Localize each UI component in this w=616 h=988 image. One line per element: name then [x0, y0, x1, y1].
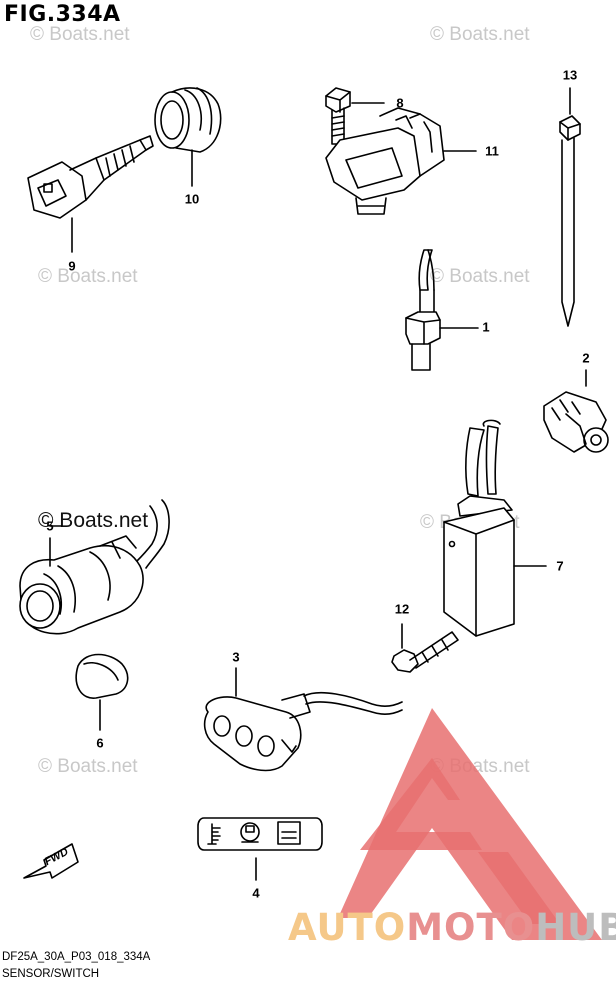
- callout-6: 6: [96, 735, 104, 751]
- part-13-cable-tie: [559, 87, 581, 327]
- part-4-label: [197, 817, 323, 881]
- automotohub-logo-text: AUTOMOTOHUB: [288, 906, 616, 949]
- callout-8: 8: [396, 95, 404, 111]
- part-7-switch: [443, 419, 547, 637]
- part-9-connector: [27, 135, 154, 253]
- logo-text-hub: HUB: [535, 906, 616, 949]
- part-2-knock-sensor: [543, 369, 609, 453]
- callout-13: 13: [562, 67, 578, 83]
- logo-text-moto: MOTO: [406, 906, 536, 949]
- watermark: © Boats.net: [430, 266, 530, 287]
- watermark: © Boats.net: [38, 266, 138, 287]
- fwd-arrow: [23, 843, 79, 879]
- callout-11: 11: [485, 143, 499, 159]
- footer-caption: SENSOR/SWITCH: [2, 968, 100, 980]
- callout-12: 12: [394, 601, 410, 617]
- figure-title: FIG.334A: [4, 2, 121, 27]
- callout-5: 5: [46, 518, 54, 534]
- part-3-module: [203, 667, 403, 772]
- part-8-bolt: [325, 87, 385, 145]
- callout-4: 4: [252, 885, 260, 901]
- watermark-main: © Boats.net: [38, 509, 149, 532]
- callout-10: 10: [184, 191, 200, 207]
- automotohub-logo-triangle: [338, 708, 602, 940]
- part-5-sensor: [19, 499, 170, 635]
- part-1-sensor: [405, 249, 479, 371]
- watermark: © Boats.net: [430, 24, 530, 45]
- part-11-sensor: [325, 107, 477, 215]
- watermark: © Boats.net: [30, 24, 130, 45]
- part-12-bolt: [391, 623, 459, 673]
- footer-code: DF25A_30A_P03_018_334A: [2, 951, 151, 963]
- logo-text-auto: AUTO: [288, 906, 407, 949]
- part-10-grommet: [154, 87, 222, 187]
- watermark: © Boats.net: [38, 756, 138, 777]
- callout-7: 7: [556, 558, 564, 574]
- callout-2: 2: [582, 350, 590, 366]
- callout-1: 1: [482, 319, 490, 335]
- part-6-cap: [75, 653, 129, 731]
- callout-3: 3: [232, 649, 240, 665]
- callout-9: 9: [68, 258, 76, 274]
